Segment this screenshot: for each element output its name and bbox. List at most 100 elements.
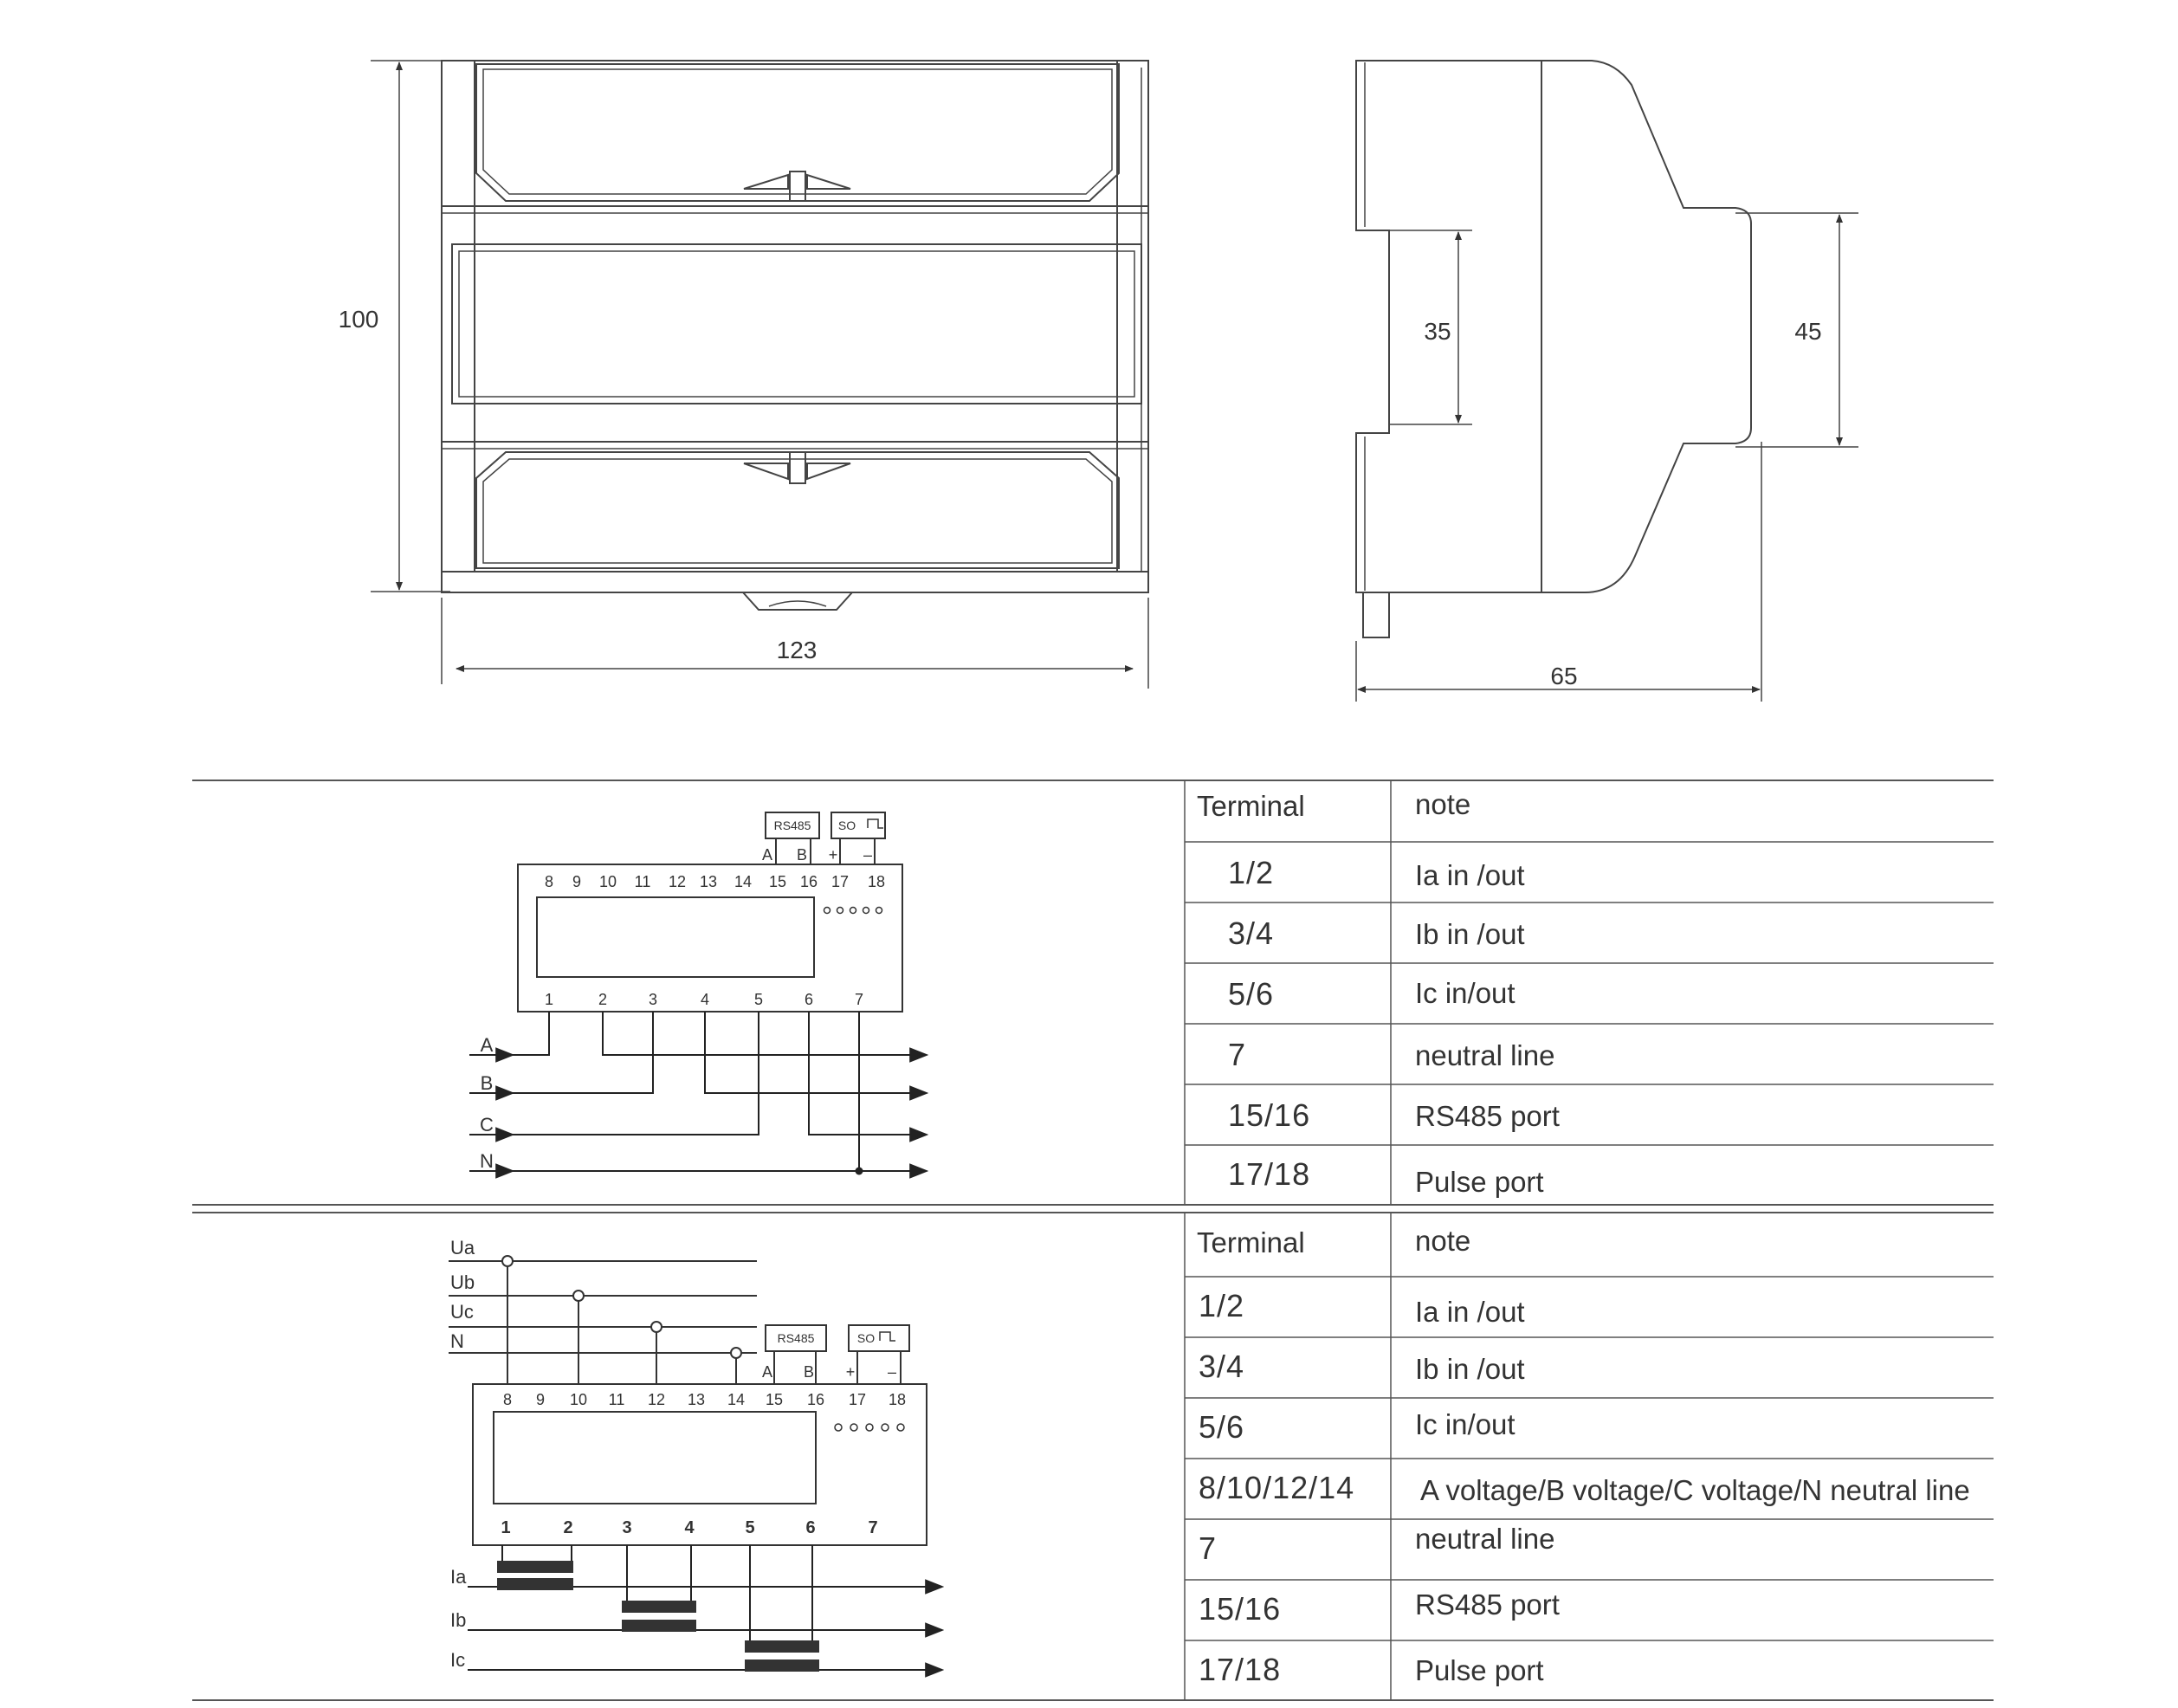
pin-label: 16 [807,1391,824,1408]
current-label: Ic [450,1649,465,1671]
pin-label: 2 [598,991,607,1008]
pin-label: 18 [868,873,885,890]
table-cell-terminal: 8/10/12/14 [1199,1470,1354,1505]
table-cell-note: Ic in/out [1415,1408,1516,1440]
pin-label: 8 [503,1391,512,1408]
pin-label: 14 [734,873,752,890]
top-pin-labels: 8 9 10 11 12 13 14 15 16 17 18 [545,873,885,890]
line-label: C [480,1114,494,1135]
polarity-minus: – [888,1363,896,1381]
table-header-terminal: Terminal [1197,790,1305,822]
line-label: N [480,1150,494,1172]
table-cell-note: neutral line [1415,1039,1554,1071]
pin-label: 10 [599,873,617,890]
height-dim-label: 100 [339,306,379,333]
pin-label: 9 [536,1391,545,1408]
table-cell-note: neutral line [1415,1523,1554,1555]
pin-label: 5 [745,1518,754,1537]
current-label: Ib [450,1609,466,1631]
pin-label: 3 [622,1518,631,1537]
depth-dim-label: 65 [1550,663,1577,689]
current-transformers [497,1561,819,1672]
table-cell-note: RS485 port [1415,1588,1560,1621]
pin-label: 5 [754,991,763,1008]
table-cell-note: RS485 port [1415,1100,1560,1132]
pin-label: 7 [855,991,863,1008]
table-cell-note: A voltage/B voltage/C voltage/N neutral … [1420,1474,1970,1506]
pin-label: 11 [635,873,651,890]
line-label: B [481,1072,494,1094]
table-cell-note: Ib in /out [1415,918,1525,950]
pin-label: 13 [688,1391,705,1408]
bottom-pin-labels: 1 2 3 4 5 6 7 [545,991,863,1008]
table-cell-terminal: 5/6 [1199,1409,1244,1445]
pin-label: 3 [649,991,657,1008]
front-dim-label: 45 [1794,318,1821,345]
front-view [371,60,1149,689]
pin-label: 15 [766,1391,783,1408]
table-cell-terminal: 5/6 [1228,976,1274,1012]
pin-label: 17 [831,873,849,890]
table-cell-terminal: 15/16 [1228,1097,1310,1133]
pin-label: 4 [701,991,709,1008]
polarity-plus: + [846,1363,856,1381]
table-cell-note: Pulse port [1415,1166,1544,1198]
table-header-note: note [1415,788,1470,820]
table-cell-note: Pulse port [1415,1654,1544,1686]
table-cell-terminal: 7 [1228,1037,1246,1072]
polarity-a: A [762,1363,772,1381]
polarity-a: A [762,846,772,864]
table-header-note: note [1415,1225,1470,1257]
bottom-pin-labels: 1 2 3 4 5 6 7 [501,1518,877,1537]
table-cell-note: Ia in /out [1415,1296,1525,1328]
pin-label: 6 [805,991,813,1008]
pin-label: 1 [545,991,553,1008]
table-cell-terminal: 1/2 [1199,1288,1244,1323]
rail-dim-label: 35 [1424,318,1451,345]
pin-label: 15 [769,873,786,890]
pin-label: 12 [648,1391,665,1408]
table-header-terminal: Terminal [1197,1226,1305,1258]
table-cell-terminal: 3/4 [1228,915,1274,951]
pin-label: 1 [501,1518,510,1537]
current-label: Ia [450,1566,467,1588]
width-dim-label: 123 [777,637,818,663]
table-cell-terminal: 15/16 [1199,1591,1281,1627]
table-cell-terminal: 17/18 [1199,1652,1281,1687]
rs485-box-label: RS485 [778,1331,815,1345]
terminal-table-1: Terminal note 1/2 Ia in /out 3/4 Ib in /… [1197,788,1560,1198]
voltage-label: Ua [450,1237,475,1258]
table-cell-note: Ic in/out [1415,977,1516,1009]
voltage-label: Uc [450,1301,474,1323]
line-label: A [481,1034,494,1056]
polarity-minus: – [863,846,872,864]
pin-label: 7 [868,1518,877,1537]
table-cell-note: Ia in /out [1415,859,1525,891]
table-cell-terminal: 17/18 [1228,1156,1310,1192]
rs485-box-label: RS485 [774,818,811,832]
table-cell-terminal: 7 [1199,1530,1217,1566]
pin-label: 9 [572,873,581,890]
pin-label: 2 [563,1518,572,1537]
top-pin-labels: 8 9 10 11 12 13 14 15 16 17 18 [503,1391,906,1408]
so-box-label: SO [857,1331,875,1345]
voltage-label: Ub [450,1271,475,1293]
pin-label: 14 [727,1391,745,1408]
side-view [1355,60,1858,702]
voltage-label: N [450,1330,464,1352]
pin-label: 16 [800,873,818,890]
pin-label: 11 [609,1391,625,1408]
terminal-table-2: Terminal note 1/2 Ia in /out 3/4 Ib in /… [1197,1225,1970,1687]
wiring-diagram-1: RS485 SO A B + – 8 9 10 11 12 13 14 15 1… [469,812,929,1179]
pin-label: 12 [669,873,686,890]
wiring-diagram-2: Ua Ub Uc N RS485 SO A B + – 8 9 10 11 12… [449,1237,945,1678]
pin-label: 8 [545,873,553,890]
table-cell-note: Ib in /out [1415,1353,1525,1385]
table-cell-terminal: 1/2 [1228,855,1274,890]
pin-label: 18 [889,1391,906,1408]
pin-label: 13 [700,873,717,890]
pin-label: 17 [849,1391,866,1408]
section-rules [192,780,1994,1701]
table-cell-terminal: 3/4 [1199,1349,1244,1384]
